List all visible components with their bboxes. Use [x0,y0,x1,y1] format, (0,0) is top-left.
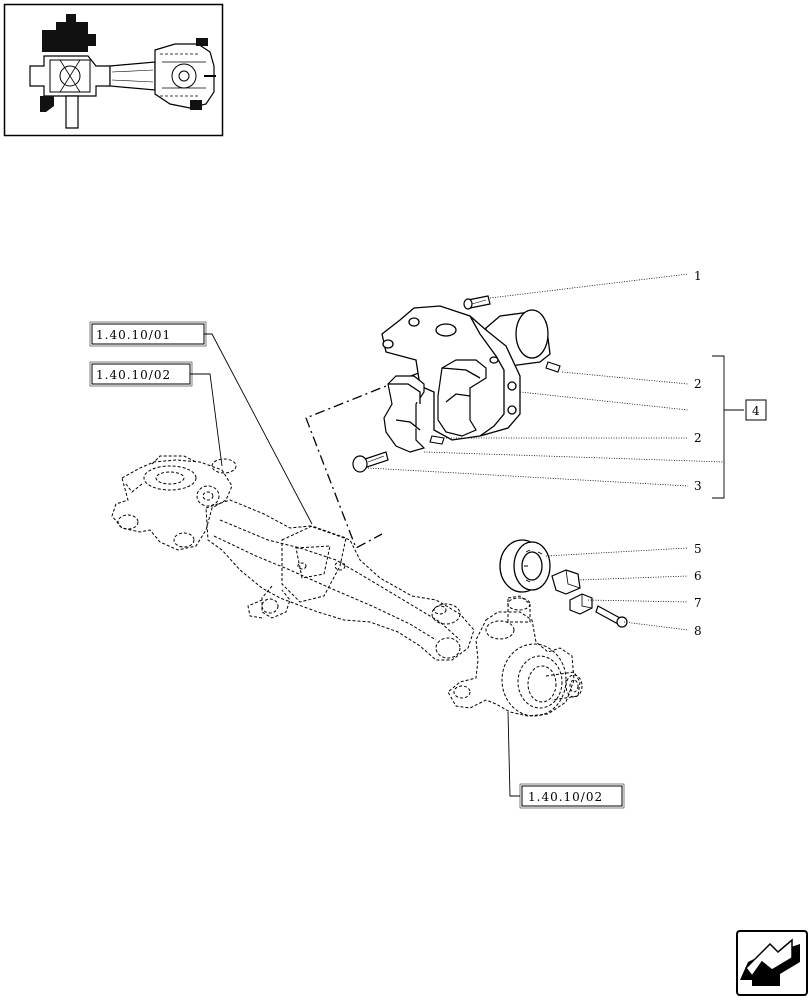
dowel-pin-lower [429,435,445,445]
lock-plate-7 [569,593,593,615]
front-axle-assembly [111,455,583,717]
callout-7: 7 [694,596,703,610]
reference-link-1-40-10-01[interactable]: 1.40.10/01 [89,321,207,347]
reference-link-1-40-10-02-bottom[interactable]: 1.40.10/02 [519,783,625,809]
support-flange [381,305,551,453]
reference-link-1-40-10-02-top[interactable]: 1.40.10/02 [89,361,193,387]
assembly-dash-dot-line [305,365,437,549]
overview-thumbnail[interactable] [3,3,224,137]
lock-plate-6 [551,569,581,595]
screw-8 [595,605,628,628]
callout-6: 6 [694,569,703,583]
callout-2-lower: 2 [694,431,703,445]
bolt-3 [352,451,389,473]
callout-3: 3 [694,479,703,493]
leader-lines [367,273,725,631]
ring-nut-5 [499,539,551,593]
callout-5: 5 [694,542,703,556]
callout-1: 1 [694,269,703,283]
callout-8: 8 [694,624,703,638]
callout-2-upper: 2 [694,377,703,391]
reference-label: 1.40.10/01 [96,328,171,342]
callout-4-box[interactable]: 4 [745,399,767,421]
reference-leaders [190,333,744,797]
reference-label: 1.40.10/02 [528,790,603,804]
reference-label: 1.40.10/02 [96,368,171,382]
back-arrow-icon[interactable] [736,930,808,996]
dowel-pin-upper [545,361,561,373]
screw-1 [463,295,491,310]
callout-4: 4 [752,404,761,418]
